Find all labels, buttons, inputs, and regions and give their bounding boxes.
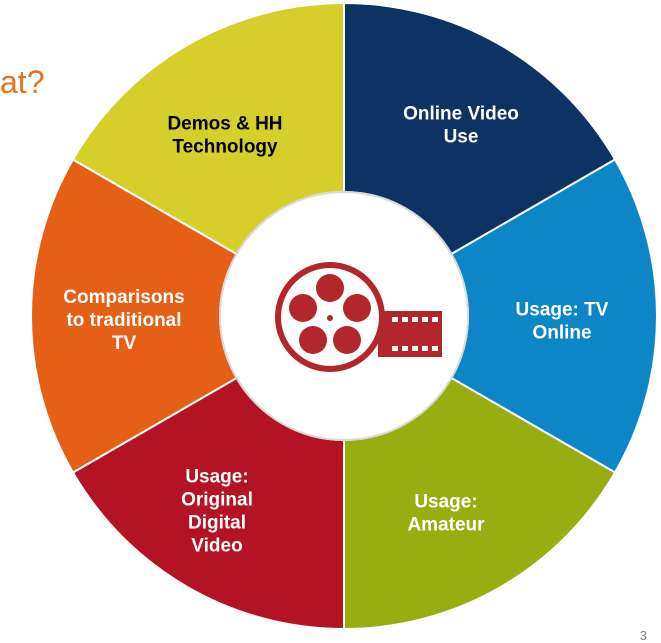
segment-label-line: Original bbox=[181, 490, 253, 511]
segment-label-line: Video bbox=[191, 536, 242, 557]
segment-label-line: TV bbox=[112, 333, 137, 354]
segment-label-line: Demos & HH bbox=[167, 114, 282, 135]
segment-label-line: Online bbox=[532, 323, 591, 344]
segment-label-line: Digital bbox=[188, 513, 246, 534]
segment-label-line: Comparisons bbox=[63, 287, 184, 308]
page-number: 3 bbox=[639, 628, 647, 643]
segment-label-line: Usage: TV bbox=[516, 300, 609, 321]
segment-label-line: Online Video bbox=[403, 104, 519, 125]
segment-label-line: to traditional bbox=[66, 310, 181, 331]
slide-title-fragment: at? bbox=[0, 64, 45, 100]
segment-label-line: Usage: bbox=[185, 467, 248, 488]
segment-label-line: Amateur bbox=[407, 515, 485, 536]
segment-label-line: Use bbox=[444, 127, 479, 148]
film-reel-icon bbox=[275, 262, 442, 372]
segment-label-usage-amateur: Usage:Amateur bbox=[407, 492, 485, 536]
segment-label-line: Usage: bbox=[414, 492, 477, 513]
segment-label-line: Technology bbox=[172, 137, 278, 158]
